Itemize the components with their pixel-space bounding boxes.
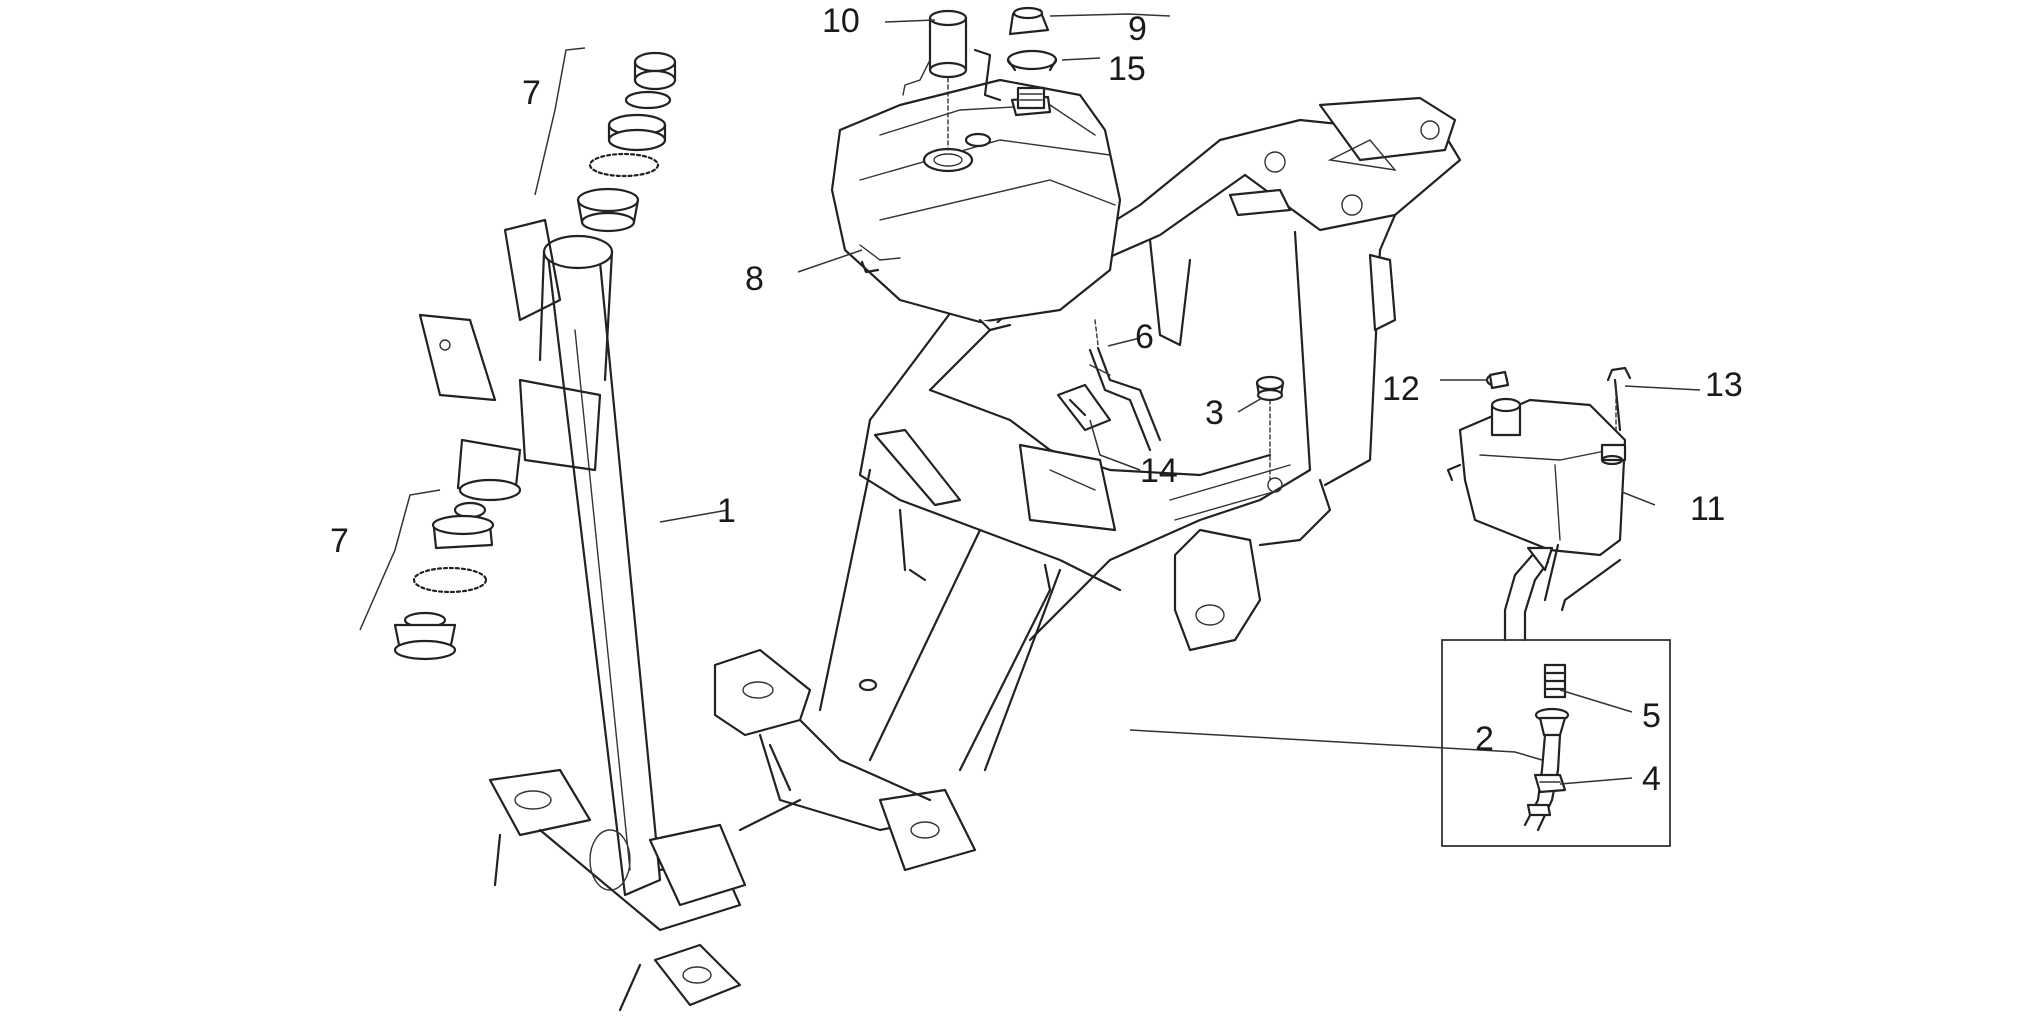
- steering-column: [418, 218, 747, 1012]
- callout-8: 8: [745, 260, 764, 298]
- oil-tank: [1446, 378, 1627, 612]
- callout-14: 14: [1140, 452, 1178, 490]
- callout-9: 9: [1128, 10, 1147, 48]
- callout-15: 15: [1108, 50, 1146, 88]
- fuel-tank: [830, 78, 1122, 332]
- callout-2: 2: [1475, 720, 1494, 758]
- detail-inset: [1441, 639, 1671, 847]
- callout-13: 13: [1705, 366, 1743, 404]
- fuel-gauge-sender: [902, 9, 1002, 151]
- callout-11: 11: [1690, 490, 1725, 528]
- callout-labels: 1 2 3 4 5 6 7 7 8 9 10 11 12 13 14 15: [330, 2, 1743, 798]
- callout-3: 3: [1205, 394, 1224, 432]
- callout-1: 1: [717, 492, 736, 530]
- hose-and-clamp: [1056, 319, 1162, 452]
- callout-12: 12: [1382, 370, 1420, 408]
- callout-7-lower: 7: [330, 522, 349, 560]
- bearing-set-lower: [359, 489, 495, 661]
- screw: [1255, 375, 1285, 481]
- callout-4: 4: [1642, 760, 1661, 798]
- callout-7-upper: 7: [522, 74, 541, 112]
- oil-cap: [1485, 370, 1510, 390]
- oil-level-sensor: [1606, 366, 1632, 431]
- callout-10: 10: [822, 2, 860, 40]
- fuel-cap-assembly: [1006, 6, 1058, 110]
- leader-lines: [659, 13, 1701, 785]
- frame: [713, 96, 1462, 872]
- callout-5: 5: [1642, 697, 1661, 735]
- inset-arrow: [1503, 546, 1554, 642]
- bearing-set-upper: [534, 47, 677, 233]
- callout-6: 6: [1135, 318, 1154, 356]
